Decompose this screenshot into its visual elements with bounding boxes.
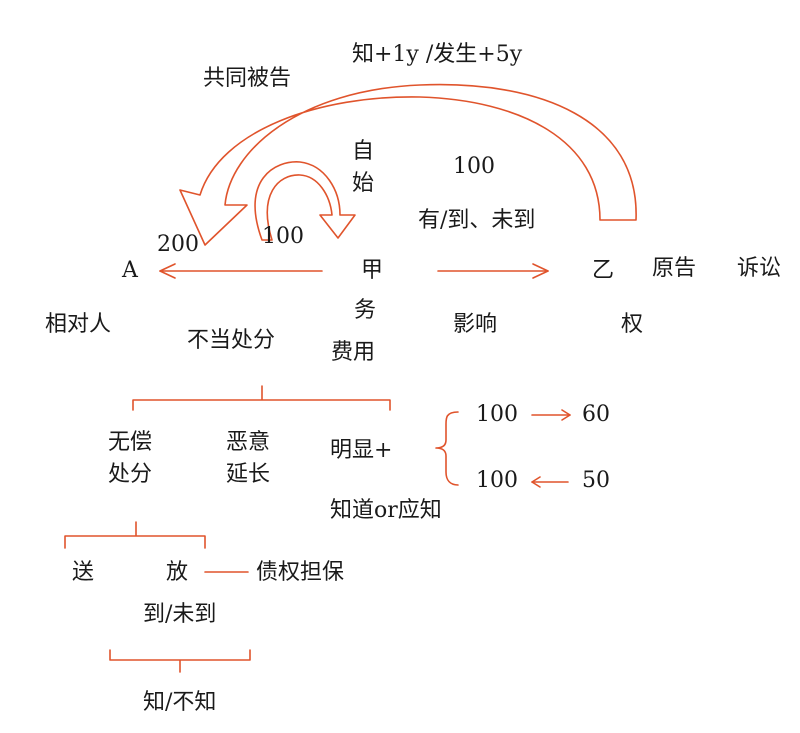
label-right: 权	[621, 312, 644, 337]
label-arrive-not2: 到/未到	[143, 602, 217, 627]
node-jia: 甲	[361, 258, 384, 283]
label-influence: 影响	[453, 312, 498, 337]
label-plaintiff: 原告	[652, 256, 697, 281]
label-gratuitous: 无偿	[108, 430, 153, 455]
bracket-arrive	[109, 649, 251, 673]
label-release: 放	[166, 560, 189, 585]
brace-ratio	[435, 411, 459, 486]
arrow-100-to-60-head	[561, 409, 571, 421]
label-know-not: 知/不知	[143, 690, 217, 715]
label-improper-disposal: 不当处分	[187, 328, 276, 353]
label-malicious: 恶意	[226, 430, 271, 455]
label-num-100-loop: 100	[262, 224, 304, 249]
label-r2-right: 50	[582, 468, 610, 493]
label-disposal: 处分	[108, 462, 153, 487]
label-duty: 务	[354, 298, 377, 323]
arrow-jia-to-yi-head	[532, 263, 549, 279]
label-lawsuit: 诉讼	[737, 256, 782, 281]
arrow-50-to-100-head	[531, 476, 541, 488]
label-counterparty: 相对人	[45, 312, 112, 337]
label-r1-left: 100	[476, 402, 518, 427]
label-r1-right: 60	[582, 402, 610, 427]
big-arc-arrow	[179, 83, 637, 246]
label-co-defendant: 共同被告	[203, 66, 292, 91]
bracket-improper-disposal	[132, 385, 391, 411]
label-num-200: 200	[157, 232, 199, 257]
node-yi: 乙	[592, 258, 615, 283]
small-loop-arrow	[254, 161, 356, 241]
label-know-or-should: 知道or应知	[330, 498, 442, 523]
node-a: A	[122, 258, 138, 283]
label-expense: 费用	[331, 340, 376, 365]
label-r2-left: 100	[476, 468, 518, 493]
label-claim-security: 债权担保	[256, 560, 345, 585]
label-extend: 延长	[226, 462, 271, 487]
label-hundred-top: 100	[453, 154, 495, 179]
label-arrive-not: 有/到、未到	[418, 208, 536, 233]
label-give: 送	[72, 560, 95, 585]
label-top-formula: 知+1y /发生+5y	[352, 42, 523, 67]
label-self-vertical: 自始	[351, 139, 374, 196]
arrow-jia-to-a-head	[159, 263, 176, 279]
bracket-gratuitous	[64, 521, 206, 549]
label-obvious: 明显+	[330, 438, 393, 463]
